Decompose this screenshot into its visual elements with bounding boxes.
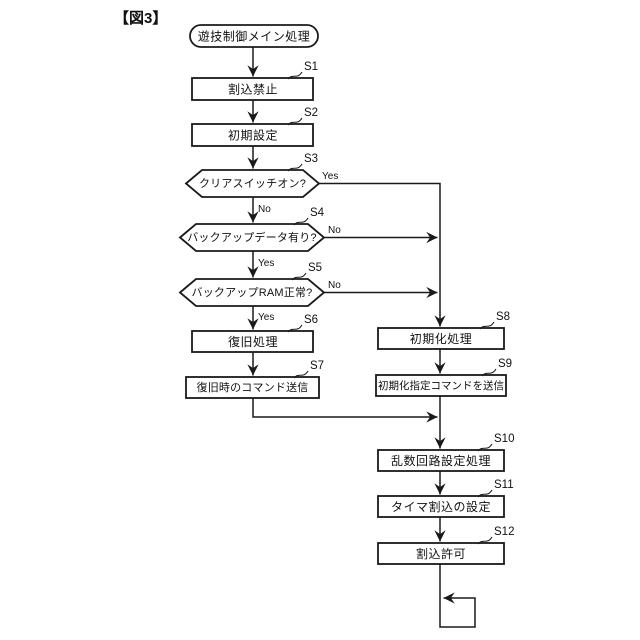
step-label-s3: クリアスイッチオン? [199,177,306,190]
label-leader-squiggle-s5 [291,272,307,281]
node-s10: 乱数回路設定処理 S10 [377,433,514,472]
process-box-s10 [377,449,505,472]
node-s11: タイマ割込の設定 S11 [377,479,514,518]
node-s7: 復旧時のコマンド送信 S7 [185,360,324,399]
step-id-s9: S9 [498,358,512,370]
step-label-s9: 初期化指定コマンドを送信 [378,379,504,392]
step-label-s2: 初期設定 [228,128,278,143]
connector-s7-to-merge-line [252,398,438,423]
terminal-label: 遊技制御メイン処理 [198,29,311,44]
step-label-s8: 初期化処理 [410,332,473,346]
process-box-s1 [191,77,314,101]
label-leader-squiggle-s10 [477,443,493,452]
process-box-s2 [191,123,314,147]
step-id-s3: S3 [304,153,318,165]
label-leader-squiggle-s4 [293,217,309,226]
branch-label-no-s4: No [328,225,341,236]
branch-label-no-s5: No [328,280,341,291]
terminal-shape [189,24,319,48]
step-label-s6: 復旧処理 [228,334,278,349]
process-box-s11 [377,495,505,518]
process-box-s9 [375,374,507,397]
process-box-s6 [191,330,314,353]
node-s3: クリアスイッチオン? S3 Yes No [184,153,338,215]
step-id-s8: S8 [496,311,510,323]
step-label-s7: 復旧時のコマンド送信 [197,380,309,394]
branch-label-yes-s3: Yes [322,171,338,182]
step-id-s2: S2 [304,107,318,119]
figure-label: 【図3】 [114,9,167,27]
step-id-s11: S11 [494,479,514,491]
step-label-s4: バックアップデータ有り? [187,230,317,244]
branch-label-no-s3: No [258,204,271,215]
node-s4: バックアップデータ有り? S4 No Yes [178,207,341,269]
label-leader-squiggle-s7 [293,370,309,379]
connector-s12-infinite-loop [439,564,476,628]
label-leader-squiggle-s11 [477,489,493,498]
label-leader-squiggle-s2 [287,117,303,126]
label-leader-squiggle-s12 [477,536,493,545]
decision-hexagon-s5 [178,278,326,307]
node-s2: 初期設定 S2 [191,107,318,147]
branch-label-yes-s4: Yes [258,258,274,269]
label-leader-squiggle-s9 [481,368,497,377]
process-box-s7 [185,376,320,399]
step-label-s5: バックアップRAM正常? [192,286,313,299]
process-box-s8 [377,327,505,350]
decision-hexagon-s3 [184,169,321,198]
step-id-s1: S1 [304,61,318,73]
decision-hexagon-s4 [178,223,326,252]
label-leader-squiggle-s8 [479,321,495,330]
node-s1: 割込禁止 S1 [191,61,318,101]
label-leader-squiggle-s3 [287,163,303,172]
step-id-s6: S6 [304,314,318,326]
step-id-s7: S7 [310,360,324,372]
label-leader-squiggle-s1 [287,71,303,80]
step-id-s10: S10 [494,433,514,445]
node-s6: 復旧処理 S6 [191,314,318,353]
step-id-s12: S12 [494,526,514,538]
node-s12: 割込許可 S12 [377,526,514,565]
step-label-s11: タイマ割込の設定 [391,499,491,514]
connector-s3-yes-to-s8 [319,182,446,327]
process-box-s12 [377,542,505,565]
node-s8: 初期化処理 S8 [377,311,510,350]
node-start: 遊技制御メイン処理 [189,24,319,48]
node-s5: バックアップRAM正常? S5 No Yes [178,262,341,323]
node-s9: 初期化指定コマンドを送信 S9 [375,358,512,397]
label-leader-squiggle-s6 [287,324,303,333]
step-label-s10: 乱数回路設定処理 [391,453,491,468]
step-id-s5: S5 [308,262,322,274]
step-label-s1: 割込禁止 [228,82,278,97]
step-id-s4: S4 [310,207,325,219]
branch-label-yes-s5: Yes [258,312,274,323]
step-label-s12: 割込許可 [416,546,466,561]
